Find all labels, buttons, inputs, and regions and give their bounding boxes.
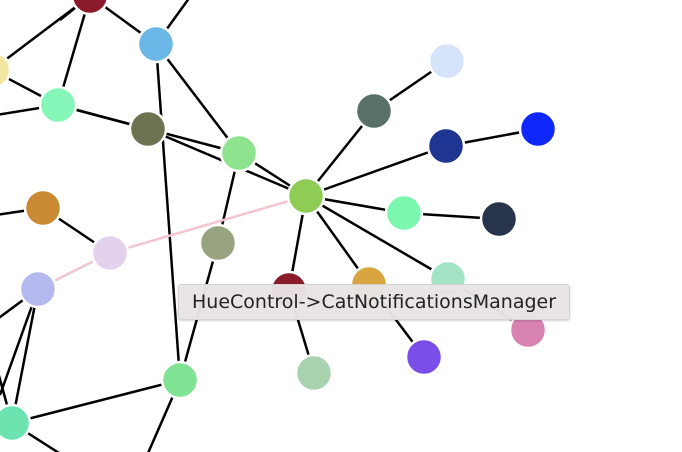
graph-node-hub[interactable] xyxy=(286,176,326,216)
graph-node-lightgreen[interactable] xyxy=(219,133,259,173)
graph-node-violet[interactable] xyxy=(404,337,444,377)
edge-n_top_darkred-n_yellow_edge[interactable] xyxy=(0,0,90,70)
graph-node-yellow-edge[interactable] xyxy=(0,52,12,88)
graph-node-periwinkle[interactable] xyxy=(18,269,58,309)
edge-n_skyblue-n_green_low[interactable] xyxy=(154,43,182,381)
graph-node-navy[interactable] xyxy=(426,126,466,166)
graph-node-ochre[interactable] xyxy=(23,188,63,228)
graph-node-teal-bottom[interactable] xyxy=(0,403,32,443)
graph-node-green-low[interactable] xyxy=(160,360,200,400)
edge-tooltip-label: HueControl->CatNotificationsManager xyxy=(192,291,557,313)
edge-tooltip: HueControl->CatNotificationsManager xyxy=(178,284,571,320)
graph-node-lavender[interactable] xyxy=(90,233,130,273)
graph-node-sagelight[interactable] xyxy=(294,353,334,393)
graph-node-slate[interactable] xyxy=(354,91,394,131)
graph-node-top-darkred[interactable] xyxy=(71,0,109,16)
graph-node-paleblue[interactable] xyxy=(427,41,467,81)
graph-node-darkslate[interactable] xyxy=(479,199,519,239)
graph-node-mint-left[interactable] xyxy=(38,85,78,125)
graph-node-skyblue[interactable] xyxy=(136,24,176,64)
graph-nodes[interactable] xyxy=(0,0,558,443)
graph-node-sage[interactable] xyxy=(198,223,238,263)
edge-n_hub-n_seafoam[interactable] xyxy=(305,194,449,281)
edge-n_periwinkle-n_teal_bottom[interactable] xyxy=(10,288,40,424)
edge-n_skyblue-n_lightgreen[interactable] xyxy=(155,43,240,154)
edge-n_green_low-n_teal_bottom[interactable] xyxy=(11,378,181,425)
graph-node-blue[interactable] xyxy=(518,109,558,149)
edge-n_hub-n_navy[interactable] xyxy=(305,144,447,198)
graph-node-olive[interactable] xyxy=(128,109,168,149)
graph-node-mint-right[interactable] xyxy=(384,193,424,233)
edge-n_hub-n_lavender[interactable] xyxy=(109,194,307,255)
